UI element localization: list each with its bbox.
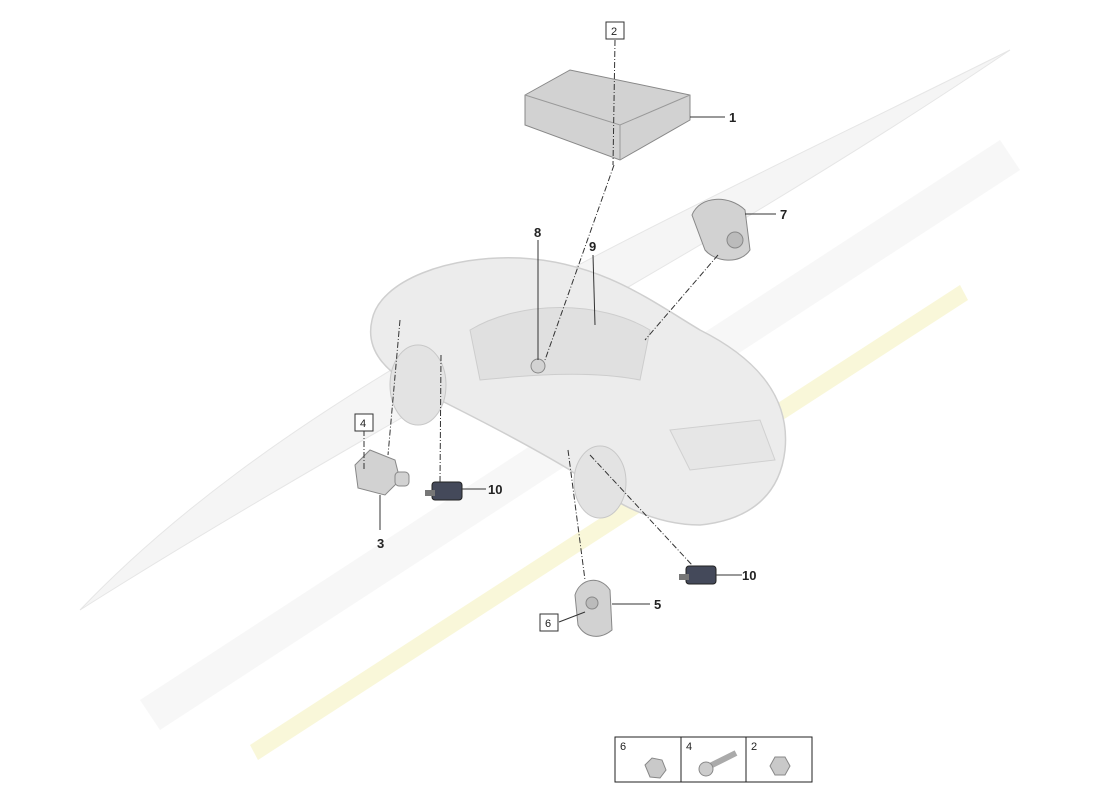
callout-2[interactable]: 2 (605, 21, 625, 40)
callout-5[interactable]: 5 (654, 597, 661, 612)
callout-10a[interactable]: 10 (488, 482, 502, 497)
bolt-icon (698, 750, 738, 777)
hardware-cell-6[interactable]: 6 (620, 741, 667, 779)
car-body (369, 257, 787, 526)
svg-text:7: 7 (780, 207, 787, 222)
callout-6[interactable]: 6 (539, 613, 559, 632)
callout-10b[interactable]: 10 (742, 568, 756, 583)
part-control-unit (524, 69, 691, 161)
svg-text:10: 10 (742, 568, 756, 583)
svg-text:6: 6 (620, 741, 626, 753)
svg-text:1: 1 (729, 110, 736, 125)
svg-text:4: 4 (360, 418, 366, 430)
callout-4[interactable]: 4 (354, 413, 374, 432)
nut-icon (644, 757, 667, 779)
part-sensor-7 (691, 198, 751, 261)
svg-text:6: 6 (545, 618, 551, 630)
callout-1[interactable]: 1 (729, 110, 736, 125)
svg-text:3: 3 (377, 536, 384, 551)
part-sensor-10a (425, 481, 463, 501)
callout-3[interactable]: 3 (377, 536, 384, 551)
svg-text:10: 10 (488, 482, 502, 497)
svg-text:2: 2 (611, 26, 617, 38)
leader-lines (363, 39, 776, 623)
svg-text:5: 5 (654, 597, 661, 612)
part-sensor-5 (574, 580, 613, 637)
svg-text:2: 2 (751, 741, 757, 753)
hex-nut-icon (769, 756, 791, 776)
hardware-table: 6 4 2 (614, 736, 813, 783)
svg-text:8: 8 (534, 225, 541, 240)
callout-9[interactable]: 9 (589, 239, 596, 254)
part-sensor-3 (354, 449, 410, 496)
callout-7[interactable]: 7 (780, 207, 787, 222)
svg-text:4: 4 (686, 741, 692, 753)
hardware-cell-2[interactable]: 2 (751, 741, 791, 776)
hardware-cell-4[interactable]: 4 (686, 741, 738, 777)
part-sensor-10b (679, 565, 717, 585)
svg-text:9: 9 (589, 239, 596, 254)
part-sensor-8 (530, 358, 546, 374)
callout-8[interactable]: 8 (534, 225, 541, 240)
